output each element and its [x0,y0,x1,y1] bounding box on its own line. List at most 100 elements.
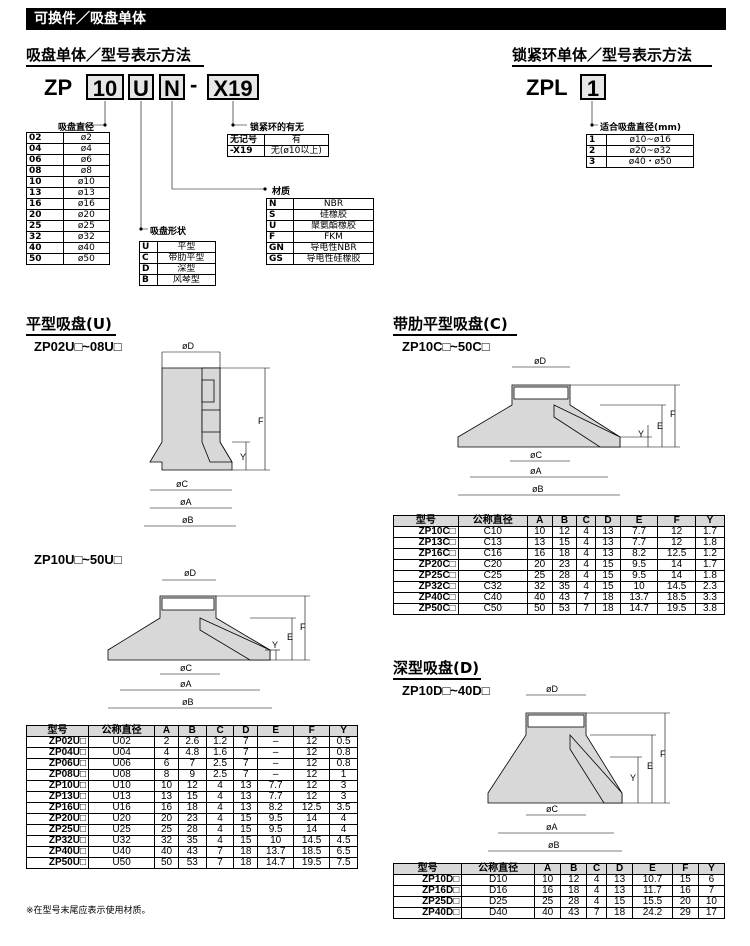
code-cell: GS [266,253,294,265]
flat-small-drawing: øD F Y øC øA øB [144,341,270,527]
value-cell: 带肋平型 [156,252,217,264]
column-header: C [205,725,235,737]
value-cell: ø20 [62,209,111,221]
value-cell: 18 [606,907,634,919]
deep-dim-e: E [647,761,653,771]
value-cell: 43 [551,592,578,604]
lock-size-box: 1 [580,74,606,101]
value-cell: 聚氨酯橡胶 [293,220,374,232]
model-cell: ZP32U□ [25,835,90,847]
value-cell: 12 [293,758,331,770]
code-cell: 04 [26,143,64,155]
lock-label: 适合吸盘直径(mm) [600,123,681,133]
value-cell: 2 [154,736,179,748]
value-cell: 18 [233,846,259,858]
value-cell: 20 [671,896,699,908]
value-cell: 2.5 [205,769,235,781]
value-cell: 7 [576,592,597,604]
value-cell: 50 [526,603,553,615]
value-cell: 4 [329,813,358,825]
value-cell: 12 [657,526,696,538]
ribbed-dim-d: øD [534,356,546,366]
value-cell: 12 [657,537,696,549]
value-cell: C32 [457,581,528,593]
value-cell: 12.5 [657,548,696,560]
value-cell: 6 [154,758,179,770]
code-cell: 无记号 [227,134,265,146]
value-cell: 风琴型 [156,274,217,286]
value-cell: 10 [697,896,726,908]
value-cell: – [257,747,295,759]
value-cell: D10 [461,874,536,886]
model-cell: ZP20U□ [25,813,90,825]
code-cell: 08 [26,165,64,177]
column-header: B [560,863,588,875]
value-cell: 4 [205,791,235,803]
value-cell: 18 [177,802,207,814]
value-cell: ø4 [62,143,111,155]
value-cell: 8.2 [257,802,295,814]
value-cell: 无(ø10以上) [263,145,330,157]
value-cell: 10 [619,581,659,593]
value-cell: U16 [88,802,156,814]
value-cell: 17 [697,907,726,919]
value-cell: C40 [457,592,528,604]
value-cell: 14.5 [657,581,696,593]
value-cell: 13 [233,780,259,792]
value-cell: 9.5 [257,824,295,836]
flat2-dim-d: øD [184,568,196,578]
flat-section-title: 平型吸盘(U) [26,313,116,336]
value-cell: – [257,736,295,748]
value-cell: 0.8 [329,758,358,770]
value-cell: 7 [576,603,597,615]
value-cell: 1 [329,769,358,781]
code-cell: U [139,241,158,253]
value-cell: 15 [551,537,578,549]
value-cell: 8 [154,769,179,781]
value-cell: 4 [205,780,235,792]
flat-subtitle-1: ZP02U□~08U□ [34,339,122,354]
column-header: Y [694,515,726,527]
value-cell: 4 [576,559,597,571]
column-header: B [177,725,207,737]
value-cell: ø32 [62,231,111,243]
deep-dim-f: F [660,749,666,759]
value-cell: 3.8 [694,603,726,615]
model-cell: ZP16U□ [25,802,90,814]
value-cell: 12 [293,791,331,803]
model-cell: ZP04U□ [25,747,90,759]
code-cell: U [266,220,294,232]
value-cell: 8.2 [619,548,659,560]
flat-subtitle-2: ZP10U□~50U□ [34,552,122,567]
value-cell: 9.5 [619,559,659,571]
column-header: 型号 [25,725,90,737]
code-cell: N [266,198,294,210]
value-cell: 平型 [156,241,217,253]
code-cell: S [266,209,294,221]
lock-section-title: 锁紧环单体／型号表示方法 [512,44,712,67]
value-cell: 14 [293,813,331,825]
column-header: C [586,863,608,875]
deep-section-title: 深型吸盘(D) [393,657,481,680]
column-header: F [293,725,331,737]
value-cell: 4 [586,896,608,908]
value-cell: 15 [595,559,621,571]
value-cell: – [257,758,295,770]
code-cell: C [139,252,158,264]
shape-label: 吸盘形状 [150,227,187,237]
